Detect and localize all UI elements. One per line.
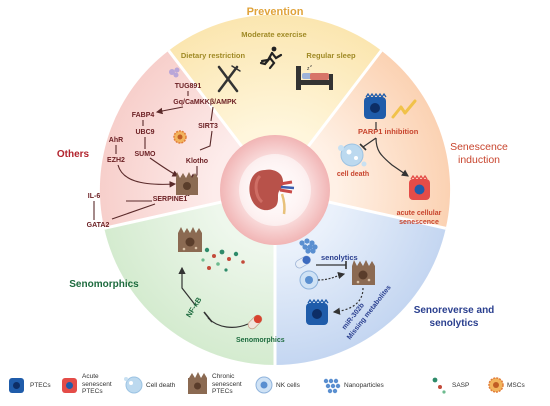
acute-senescence-label-line2: senescence	[399, 219, 439, 226]
cell-death-icon	[124, 376, 143, 394]
msc-icon	[173, 130, 187, 144]
kidney-icon	[249, 169, 295, 215]
acute-senescence-label-line1: acute cellular	[397, 210, 442, 217]
chronic-senescent-cell-icon	[352, 260, 375, 285]
senomorphics-label: Senomorphics	[236, 337, 285, 344]
sasp-particles-icon	[201, 247, 245, 272]
legend-label-cell-death: Cell death	[146, 382, 176, 389]
chronic-senescent-cell-icon	[178, 227, 202, 252]
ahr-label: AhR	[109, 137, 123, 144]
senescence-induction-title-line2: induction	[458, 154, 500, 166]
nk-cell-icon	[299, 270, 319, 290]
sumo-label: SUMO	[135, 151, 157, 158]
parp1-inhibition-label: PARP1 inhibition	[358, 127, 419, 136]
fabp4-label: FABP4	[132, 112, 155, 119]
others-title: Others	[57, 149, 90, 160]
msc-icon	[488, 377, 504, 393]
chronic-senescent-cell-icon	[176, 172, 198, 195]
legend-label-ptecs: PTECs	[30, 382, 51, 389]
senescence-induction-title-line1: Senescence	[450, 141, 508, 153]
sirt3-label: SIRT3	[198, 123, 218, 130]
svg-text:z: z	[307, 66, 310, 72]
others-pathway-lines	[93, 91, 214, 220]
ubc9-label: UBC9	[135, 129, 154, 136]
sasp-icon	[432, 377, 446, 394]
fork-knife-icon	[217, 65, 241, 93]
senolytics-label: senolytics	[321, 253, 358, 262]
prevention-moderate-exercise-label: Moderate exercise	[241, 30, 306, 39]
acute-senescent-ptec-icon	[62, 378, 77, 393]
prevention-sector	[168, 14, 382, 190]
ptec-icon	[9, 378, 24, 393]
nanoparticle-cluster-icon	[299, 238, 318, 254]
prevention-dietary-restriction-label: Dietary restriction	[181, 51, 246, 60]
senoreverse-title-line1: Senoreverse and	[414, 305, 495, 316]
cell-death-label: cell death	[337, 171, 369, 178]
senomorphics-title: Senomorphics	[69, 279, 139, 290]
klotho-label: Klotho	[186, 158, 208, 165]
il6-label: IL-6	[88, 193, 101, 200]
senomorphic-capsule-icon	[247, 314, 263, 330]
bed-icon: z z	[296, 63, 333, 90]
ptec-cell-icon	[306, 298, 329, 325]
legend-label-sasp: SASP	[452, 382, 470, 389]
ezh2-label: EZH2	[107, 157, 125, 164]
svg-text:z: z	[310, 63, 312, 68]
legend-label-nanoparticles: Nanoparticles	[344, 382, 384, 389]
tug891-label: TUG891	[175, 83, 202, 90]
legend-icons	[9, 372, 504, 394]
serpine1-label: SERPINE1	[153, 196, 188, 203]
running-person-icon	[259, 46, 283, 70]
gq-camkk-ampk-label: Gq/CaMKKβ/AMPK	[173, 99, 236, 106]
gata2-label: GATA2	[87, 222, 110, 229]
tug891-molecule-icon	[169, 67, 180, 78]
acute-senescent-cell-icon	[409, 174, 430, 200]
prevention-regular-sleep-label: Regular sleep	[306, 51, 356, 60]
ptec-cell-icon	[364, 92, 387, 119]
senoreverse-title-line2: senolytics	[430, 318, 479, 329]
senomorphics-sector	[104, 190, 275, 365]
cell-death-icon	[338, 143, 367, 167]
nanoparticle-icon	[323, 378, 341, 394]
chronic-senescent-ptec-icon	[188, 372, 207, 394]
senolytic-capsule-icon	[295, 255, 311, 269]
legend-label-nk-cells: NK cells	[276, 382, 300, 389]
nk-cell-icon	[255, 376, 273, 394]
lightning-icon	[391, 99, 417, 119]
prevention-title: Prevention	[247, 6, 304, 18]
legend-label-mscs: MSCs	[507, 382, 525, 389]
